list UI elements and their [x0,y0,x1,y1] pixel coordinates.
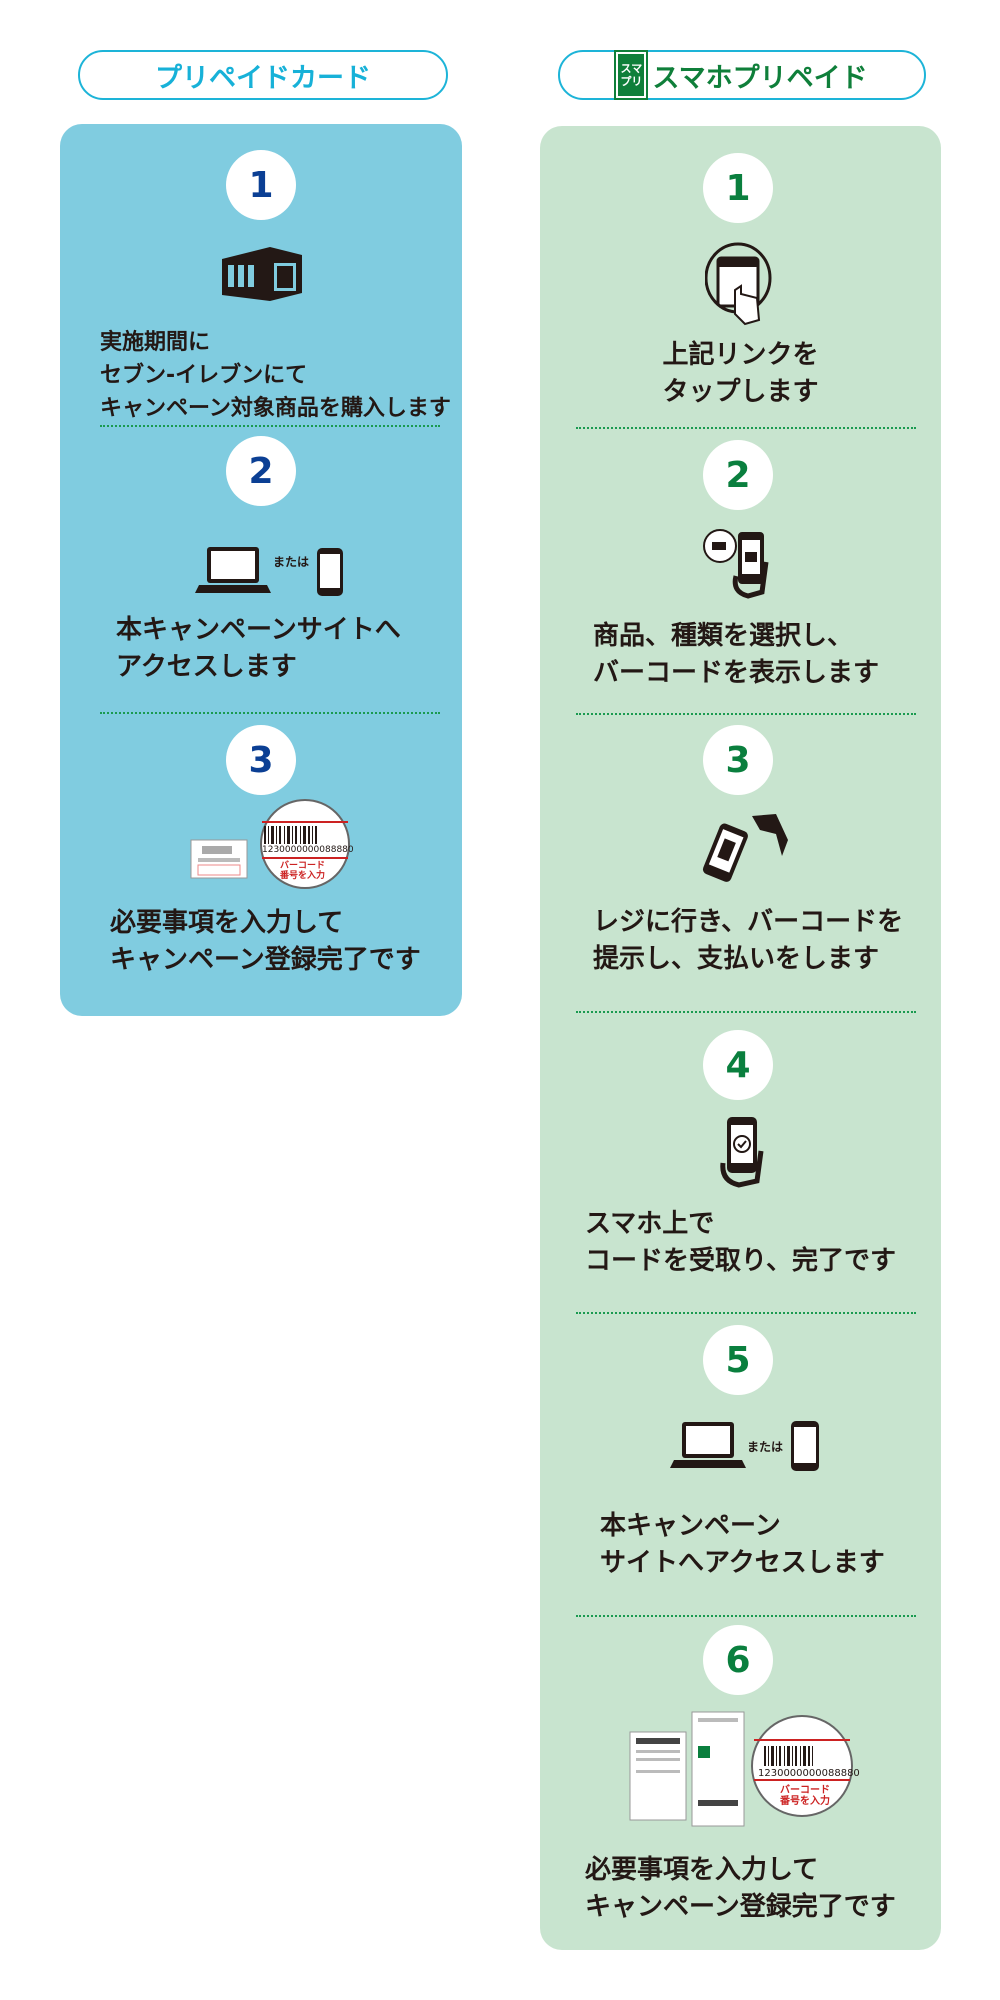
step-text: 商品、種類を選択し、 バーコードを表示します [593,621,880,688]
step-text: 必要事項を入力して キャンペーン登録完了です [110,908,421,975]
divider [576,1615,916,1617]
step-text: レジに行き、バーコードを 提示し、支払いをします [593,907,904,974]
header-label: スマホプリペイド [652,62,868,94]
step-number: 4 [703,1030,773,1100]
receipt-barcode-icon [629,1711,853,1827]
or-label: または [747,1440,784,1454]
barcode-label: バーコード 番号を入力 [280,861,326,881]
barcode-number: 1230000000088880 [262,845,354,855]
smapri-logo: スマプリ [614,50,649,100]
barcode-number: 1230000000088880 [758,1768,860,1779]
divider [576,1011,916,1013]
phone-complete-icon [720,1117,764,1188]
step-number: 6 [703,1625,773,1695]
tap-link-icon [705,242,772,326]
laptop-icon [195,547,271,593]
smartphone-icon [791,1421,819,1471]
step-text: スマホ上で コードを受取り、完了です [585,1209,896,1276]
step-text: 本キャンペーンサイトへ アクセスします [116,615,401,682]
step-number: 1 [703,153,773,223]
barcode-icon [264,826,317,844]
divider [576,713,916,715]
laptop-icon [670,1422,746,1468]
step-number: 5 [703,1325,773,1395]
step-number: 2 [226,436,296,506]
header-label: プリペイドカード [155,62,371,94]
smartphone-icon [317,548,343,596]
divider [576,1312,916,1314]
barcode-label: バーコード 番号を入力 [780,1785,830,1807]
step-number: 2 [703,440,773,510]
scan-barcode-icon [702,814,788,882]
step-number: 3 [703,725,773,795]
card-barcode-icon [190,799,350,889]
prepaid-card-header: プリペイドカード [78,50,448,100]
step-text: 必要事項を入力して キャンペーン登録完了です [585,1855,896,1922]
divider [576,427,916,429]
smapri-header: スマプリ スマホプリペイド [558,50,926,100]
divider [100,712,440,714]
step-number: 1 [226,150,296,220]
store-icon [222,247,302,301]
step-text: 本キャンペーン サイトへアクセスします [600,1511,885,1578]
or-label: または [273,555,310,569]
step-text: 上記リンクを タップします [662,340,819,407]
select-product-icon [703,529,769,599]
divider [100,425,440,427]
step-text: 実施期間に セブン‐イレブンにて キャンペーン対象商品を購入します [100,330,451,421]
step-number: 3 [226,725,296,795]
